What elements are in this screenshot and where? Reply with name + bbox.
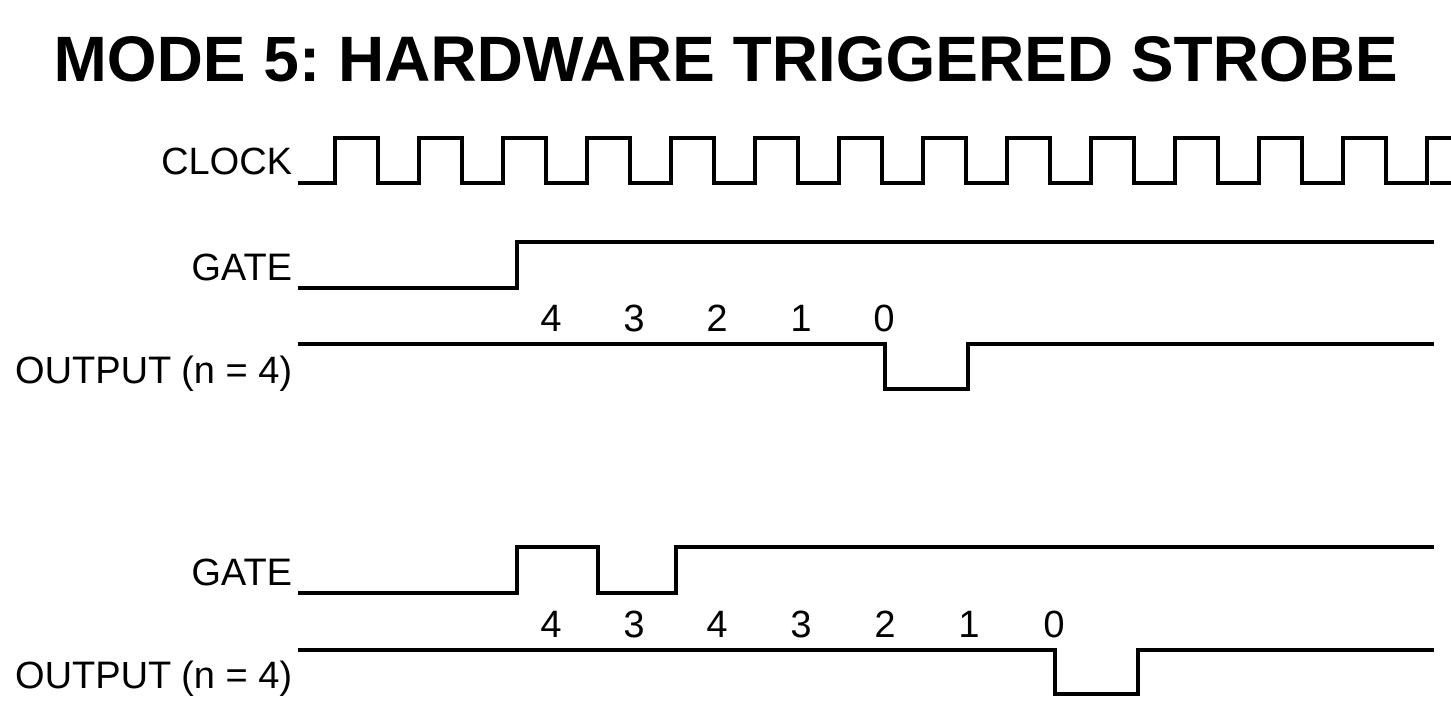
gate-label-2: GATE [191,552,292,594]
count-label: 3 [623,298,644,340]
diagram-title: MODE 5: HARDWARE TRIGGERED STROBE [53,23,1398,95]
count-label: 1 [958,604,979,646]
count-labels-2: 4 3 4 3 2 1 0 [540,604,1064,646]
output-waveform-2 [298,648,1434,696]
gate-waveform-2 [298,545,1434,595]
count-label: 2 [706,298,727,340]
output-waveform-1 [298,342,1434,391]
output-label-1: OUTPUT (n = 4) [15,350,292,392]
output-label-2: OUTPUT (n = 4) [15,655,292,697]
clock-waveform [298,136,1451,185]
count-label: 4 [540,604,561,646]
count-label: 1 [790,298,811,340]
count-label: 4 [706,604,727,646]
count-label: 3 [790,604,811,646]
gate-waveform-1 [298,240,1434,290]
count-label: 3 [623,604,644,646]
count-label: 2 [874,604,895,646]
count-label: 0 [1043,604,1064,646]
count-label: 4 [540,298,561,340]
gate-label-1: GATE [191,247,292,289]
count-label: 0 [873,298,894,340]
count-labels-1: 4 3 2 1 0 [540,298,894,340]
clock-label: CLOCK [161,141,292,183]
